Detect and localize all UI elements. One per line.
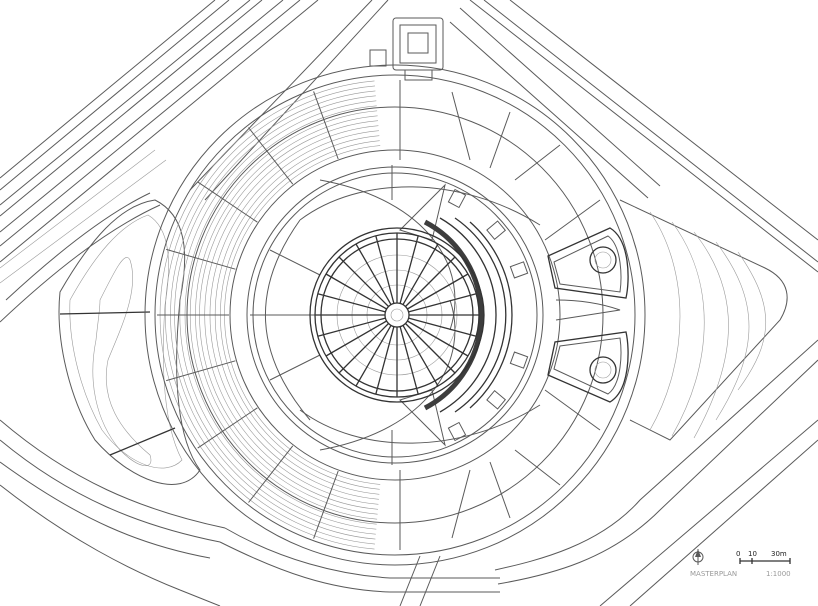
dome-rib: [325, 320, 387, 357]
dome-rib: [338, 323, 389, 374]
east-pavilions: [547, 227, 629, 403]
seating-aisle: [197, 407, 258, 449]
dome-rib: [375, 326, 395, 395]
dome-rib: [408, 317, 477, 337]
seating-aisles: [157, 91, 339, 539]
dome: [309, 227, 485, 403]
dome-rib: [355, 243, 392, 305]
dome-rib: [317, 317, 386, 337]
dome-rib: [399, 235, 419, 304]
vip-boxes: [447, 188, 529, 442]
seating-aisle: [313, 91, 339, 160]
plan-scale: 1:1000: [766, 570, 791, 578]
grandstand-block: [423, 217, 513, 413]
seating-aisle: [248, 445, 294, 503]
dome-rib: [355, 325, 392, 387]
scale-label-30m: 30m: [771, 550, 787, 558]
south-road: [179, 339, 818, 606]
vip-box: [486, 220, 507, 241]
vip-box: [509, 351, 529, 369]
dome-rib: [407, 273, 469, 310]
north-arrow-icon: [692, 549, 704, 565]
seating-aisle: [248, 127, 294, 185]
northwest-highway: [0, 0, 389, 323]
dome-rib: [407, 320, 469, 357]
seating-aisle: [197, 181, 258, 223]
east-plaza-partitions: [399, 80, 601, 550]
drawing-legend: 0 10 30m MASTERPLAN 1:1000: [690, 549, 791, 578]
dome-rib: [402, 243, 439, 305]
dome-rib: [405, 256, 456, 307]
east-stage-fan: [619, 199, 788, 441]
dome-rib: [375, 235, 395, 304]
vip-box: [447, 188, 467, 209]
west-park: [58, 199, 201, 485]
scale-label-0: 0: [736, 550, 740, 558]
scale-bar: 0 10 30m: [736, 550, 791, 564]
dome-rib: [338, 256, 389, 307]
plan-title: MASTERPLAN: [690, 570, 737, 578]
northeast-highway: [449, 0, 818, 273]
scale-label-10: 10: [748, 550, 757, 558]
seating-aisle: [166, 360, 236, 382]
west-road: [0, 419, 226, 591]
vip-box: [447, 421, 467, 442]
dome-rib: [325, 273, 387, 310]
vip-box: [509, 261, 529, 279]
seating-aisle: [166, 248, 236, 270]
service-building: [369, 17, 444, 81]
dome-rib: [405, 323, 456, 374]
dome-rib: [408, 293, 477, 313]
inner-plaza-arcs: [250, 165, 541, 465]
vip-box: [486, 389, 507, 410]
dome-rib: [402, 325, 439, 387]
arena: [144, 64, 646, 566]
seating-aisle: [313, 470, 339, 539]
dome-rib: [399, 326, 419, 395]
dome-ribs: [315, 233, 479, 397]
dome-rib: [317, 293, 386, 313]
